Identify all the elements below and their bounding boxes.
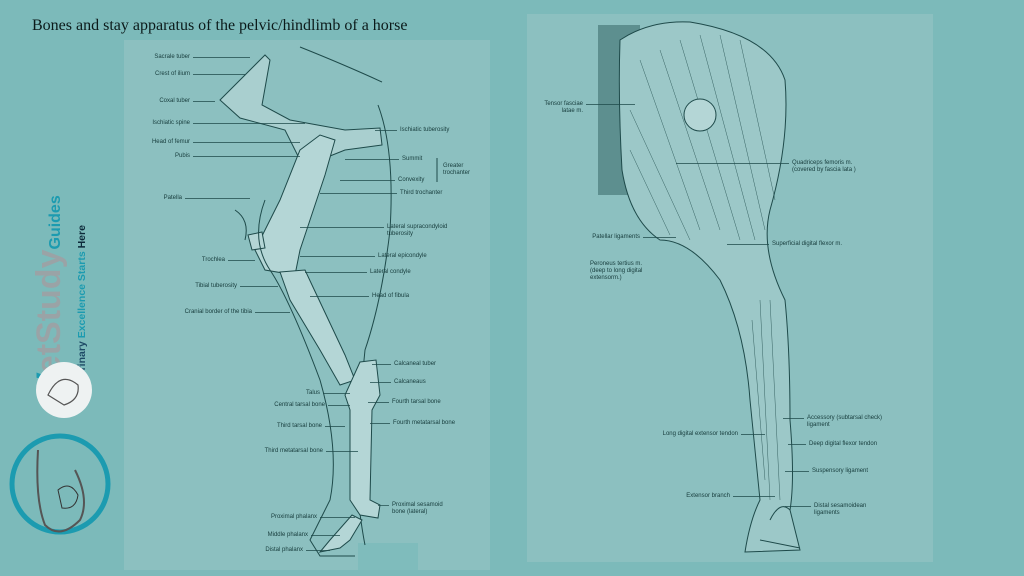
anatomy-label: Lateral condyle [370, 269, 411, 275]
dog-icon [57, 485, 79, 509]
anatomy-label: Summit [402, 156, 423, 162]
hindlimb-muscles-drawing [598, 21, 801, 553]
anatomy-label: Coxal tuber [159, 98, 190, 104]
dog-icon [36, 362, 92, 418]
hindlimb-skeleton-drawing [219, 46, 392, 557]
anatomy-label: Pubis [174, 153, 190, 159]
anatomy-label: Extensor branch [686, 493, 730, 499]
anatomy-label: Lateral epicondyle [378, 253, 427, 259]
label-leader-lines [185, 57, 811, 551]
anatomy-label: Convexity [398, 177, 425, 183]
anatomy-label: Central tarsal bone [274, 402, 325, 408]
anatomy-label: Peroneus tertius m.(deep to long digital… [590, 261, 643, 281]
anatomy-label: Tibial tuberosity [195, 283, 237, 289]
anatomy-label: Proximal phalanx [270, 514, 317, 520]
anatomy-label: Crest of ilium [154, 71, 190, 77]
badge-ring [9, 433, 111, 535]
anatomy-label: Middle phalanx [267, 532, 308, 538]
anatomy-label: Deep digital flexor tendon [809, 441, 878, 447]
anatomy-label: Patella [163, 195, 182, 201]
anatomy-label: Head of fibula [372, 293, 410, 299]
anatomy-label: Fourth tarsal bone [392, 399, 441, 405]
page-title: Bones and stay apparatus of the pelvic/h… [32, 17, 408, 34]
anatomy-label: Head of femur [151, 139, 190, 145]
anatomy-label: Fourth metatarsal bone [393, 420, 456, 426]
anatomy-label: Talus [305, 390, 320, 396]
overlay-block [358, 543, 418, 570]
anatomy-label: Ischiatic tuberosity [400, 127, 450, 133]
anatomy-label: Suspensory ligament [812, 468, 869, 474]
anatomy-label: Third trochanter [400, 190, 443, 196]
anatomy-label: Long digital extensor tendon [662, 431, 738, 437]
anatomy-label: Quadriceps femoris m.(covered by fascia … [792, 160, 856, 173]
anatomy-label: Accessory (subtarsal check)ligament [807, 415, 883, 428]
anatomy-label: Cranial border of the tibia [184, 309, 252, 315]
anatomy-label: Third metatarsal bone [264, 448, 323, 454]
stethoscope-icon [36, 449, 85, 533]
anatomy-label: Sacrale tuber [154, 54, 190, 60]
stethoscope-icon [47, 378, 79, 406]
anatomy-label: Superficial digital flexor m. [772, 241, 843, 247]
anatomy-label: Calcaneal tuber [394, 361, 437, 367]
anatomy-label: Ischiatic spine [152, 120, 190, 126]
anatomy-label: Calcaneaus [394, 379, 426, 385]
anatomy-label: Trochlea [201, 257, 225, 263]
anatomy-label: Distal phalanx [265, 547, 303, 553]
anatomy-label: Patellar ligaments [592, 234, 640, 240]
anatomy-label: Third tarsal bone [276, 423, 322, 429]
